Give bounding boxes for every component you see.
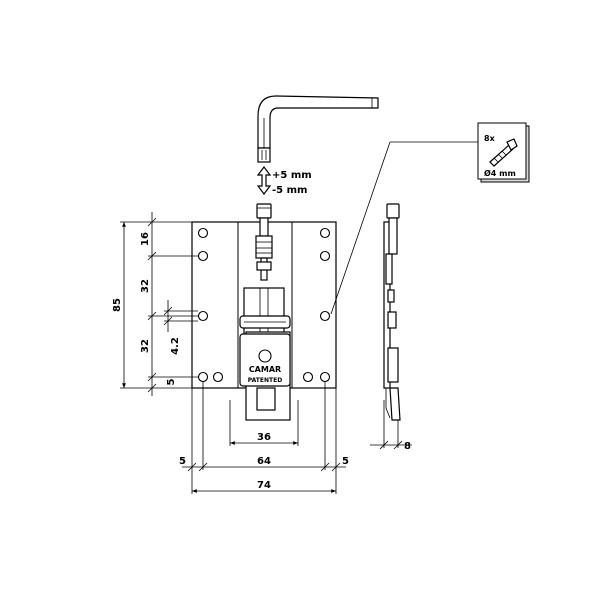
adjust-plus-label: +5 mm <box>272 170 312 181</box>
dim-85: 85 <box>112 298 123 312</box>
dim-74: 74 <box>257 480 271 491</box>
screw-diameter: Ø4 mm <box>484 168 516 178</box>
dim-32-lower: 32 <box>140 339 151 353</box>
plate-patent-mark: PATENTED <box>248 377 282 384</box>
plate-brand-mark: CAMAR <box>249 365 281 374</box>
mounting-hole <box>212 371 224 383</box>
mounting-hole <box>319 371 331 383</box>
dim-4-2: 4.2 <box>170 337 181 355</box>
adjust-minus-label: -5 mm <box>272 185 307 196</box>
dim-16: 16 <box>140 232 151 246</box>
allen-key-icon <box>257 95 379 163</box>
dim-5-bottom-left: 5 <box>179 456 186 467</box>
dim-8: 8 <box>404 441 411 452</box>
adjustment-arrow-icon <box>256 166 272 195</box>
mounting-hole <box>197 310 209 322</box>
dim-5-left: 5 <box>166 378 177 385</box>
screw-callout <box>477 122 530 183</box>
dim-5-bottom-right: 5 <box>342 456 349 467</box>
side-view <box>383 203 401 421</box>
front-view <box>191 203 337 421</box>
mounting-hole <box>319 310 331 322</box>
mounting-hole <box>319 227 331 239</box>
screw-quantity: 8x <box>484 134 496 143</box>
mounting-hole <box>197 371 209 383</box>
mounting-hole <box>197 227 209 239</box>
screw-icon <box>489 138 518 167</box>
mounting-hole <box>319 250 331 262</box>
mounting-hole <box>302 371 314 383</box>
dim-64: 64 <box>257 456 271 467</box>
dim-36: 36 <box>257 432 271 443</box>
dim-32-upper: 32 <box>140 279 151 293</box>
mounting-hole <box>197 250 209 262</box>
